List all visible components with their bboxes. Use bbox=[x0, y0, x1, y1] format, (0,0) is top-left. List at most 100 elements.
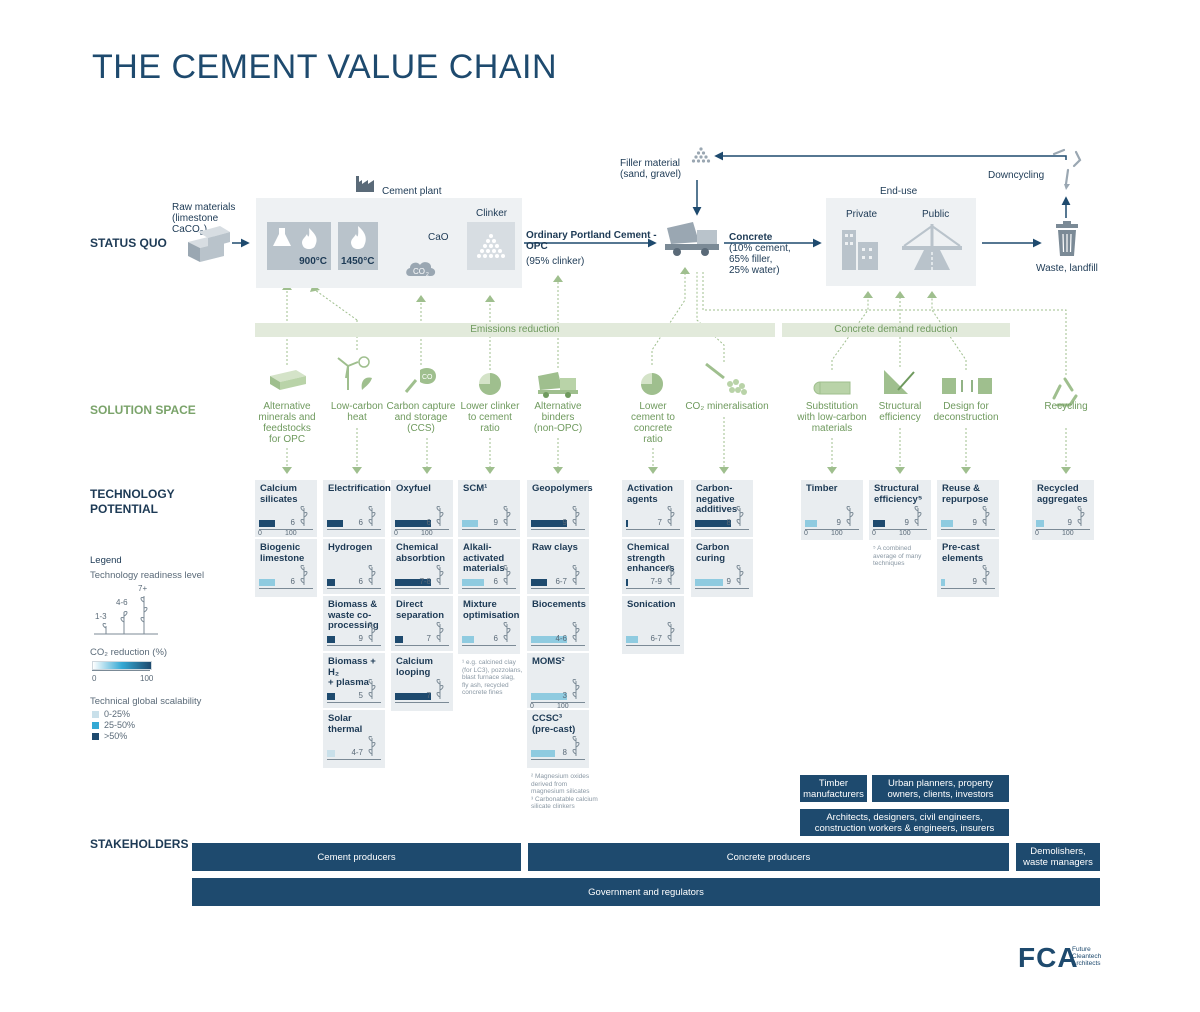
svg-text:CO: CO bbox=[422, 374, 433, 381]
trl-value: 6 bbox=[290, 577, 295, 586]
downcycling-label: Downcycling bbox=[988, 170, 1045, 181]
row-label-solution-space: SOLUTION SPACE bbox=[90, 403, 196, 417]
solution-label-line: Lower bbox=[639, 401, 667, 412]
tech-card-name-line: limestone bbox=[260, 552, 305, 564]
axis-max-label: 100 bbox=[421, 530, 433, 537]
trl-plant-icon bbox=[368, 622, 376, 642]
downcycling-arrows-icon bbox=[1052, 148, 1082, 190]
tech-card-name-line: aggregates bbox=[1037, 493, 1088, 505]
tech-card-name-line: Pre-cast bbox=[942, 542, 980, 553]
temp-900: 900°C bbox=[299, 256, 327, 267]
trl-value: 8 bbox=[726, 518, 731, 527]
tech-card-name-line: Geopolymers bbox=[532, 483, 593, 494]
axis-max-label: 100 bbox=[557, 703, 569, 710]
trl-value: 6-7 bbox=[650, 634, 662, 643]
trl-plant-icon bbox=[1077, 506, 1085, 526]
trl-plant-icon bbox=[300, 565, 308, 585]
tech-card-name: MOMS² bbox=[532, 656, 565, 668]
legend-title: Legend bbox=[90, 555, 122, 566]
tech-card-name-line: Biocements bbox=[532, 599, 586, 610]
solution-label-line: Alternative bbox=[534, 401, 582, 412]
legend-co2-axis bbox=[92, 670, 150, 671]
legend-scal-swatch bbox=[92, 733, 99, 740]
tech-card-name-line: SCM¹ bbox=[463, 483, 488, 494]
tech-card-name-line: waste co- bbox=[328, 609, 372, 621]
card-axis-line bbox=[395, 529, 449, 530]
row-label-tech-line1: TECHNOLOGY bbox=[90, 487, 175, 501]
trl-value: 9 bbox=[493, 518, 498, 527]
tech-card-name-line: separation bbox=[396, 609, 445, 621]
solution-label-line: deconstruction bbox=[933, 412, 999, 423]
stakeholder-architects: Architects, designers, civil engineers,c… bbox=[800, 809, 1009, 836]
tech-card-name-line: Carbon bbox=[696, 542, 730, 553]
legend-trl-2: 4-6 bbox=[116, 598, 128, 607]
row-label-stakeholders: STAKEHOLDERS bbox=[90, 837, 189, 851]
co2-reduction-bar bbox=[259, 520, 275, 527]
tech-footnote-line: fly ash, recycled bbox=[462, 681, 509, 689]
tech-footnote-line: ¹ e.g. calcined clay bbox=[462, 659, 516, 666]
solution-label-line: Design for bbox=[943, 401, 989, 412]
trash-bin-icon bbox=[1056, 221, 1078, 256]
stakeholder-architects-l1: Architects, designers, civil engineers, bbox=[826, 811, 983, 823]
tech-card-name-line: Chemical bbox=[396, 542, 439, 553]
tech-card-name-line: + plasma bbox=[328, 677, 369, 688]
tech-footnote-line: (for LC3), pozzolans, bbox=[462, 666, 523, 674]
legend-trl-plants-icon bbox=[94, 596, 158, 635]
co2-reduction-bar bbox=[941, 579, 945, 586]
legend-co2-gradient bbox=[92, 661, 152, 670]
card-axis-line bbox=[395, 645, 449, 646]
tech-card-name-line: Timber bbox=[806, 483, 838, 494]
tech-card-name-line: activated bbox=[463, 552, 505, 564]
block-icon bbox=[270, 370, 306, 390]
tech-card-name-line: Oxyfuel bbox=[396, 483, 431, 494]
co2-reduction-bar bbox=[395, 693, 431, 700]
trl-plant-icon bbox=[503, 506, 511, 526]
axis-max-label: 100 bbox=[899, 530, 911, 537]
card-axis-line bbox=[695, 529, 749, 530]
demand-reduction-band: Concrete demand reduction bbox=[782, 323, 1010, 337]
concrete-line1: Concrete bbox=[729, 232, 773, 243]
card-axis-line bbox=[695, 588, 749, 589]
tech-card-name-line: Reuse & bbox=[942, 483, 981, 494]
tech-card-name-line: Hydrogen bbox=[328, 542, 373, 553]
trl-value: 9 bbox=[726, 577, 731, 586]
concrete-mixer-icon bbox=[665, 222, 719, 256]
raw-materials-line1: Raw materials bbox=[172, 202, 236, 213]
stakeholder-urban-l1: Urban planners, property bbox=[887, 777, 994, 789]
trl-value: 5 bbox=[358, 691, 363, 700]
stakeholder-concrete: Concrete producers bbox=[528, 843, 1009, 871]
stakeholder-government: Government and regulators bbox=[192, 878, 1100, 906]
trl-plant-icon bbox=[572, 565, 580, 585]
reuse-icon bbox=[942, 378, 992, 394]
solution-label: Recycling bbox=[1016, 401, 1116, 412]
co2-reduction-bar bbox=[805, 520, 817, 527]
stakeholder-timber-l2: manufacturers bbox=[803, 788, 864, 800]
filler-pile-icon bbox=[691, 147, 711, 163]
filler-label: Filler material (sand, gravel) bbox=[620, 158, 690, 180]
trl-plant-icon bbox=[503, 565, 511, 585]
stakeholder-cement: Cement producers bbox=[192, 843, 521, 871]
row-label-technology-potential: TECHNOLOGY POTENTIAL bbox=[90, 487, 175, 517]
stakeholder-timber-l1: Timber bbox=[818, 777, 849, 789]
trl-plant-icon bbox=[368, 506, 376, 526]
trl-value: 9 bbox=[904, 518, 909, 527]
trl-value: 8 bbox=[562, 748, 567, 757]
trl-plant-icon bbox=[572, 736, 580, 756]
co2-reduction-bar bbox=[1036, 520, 1044, 527]
trl-value: 6 bbox=[358, 518, 363, 527]
